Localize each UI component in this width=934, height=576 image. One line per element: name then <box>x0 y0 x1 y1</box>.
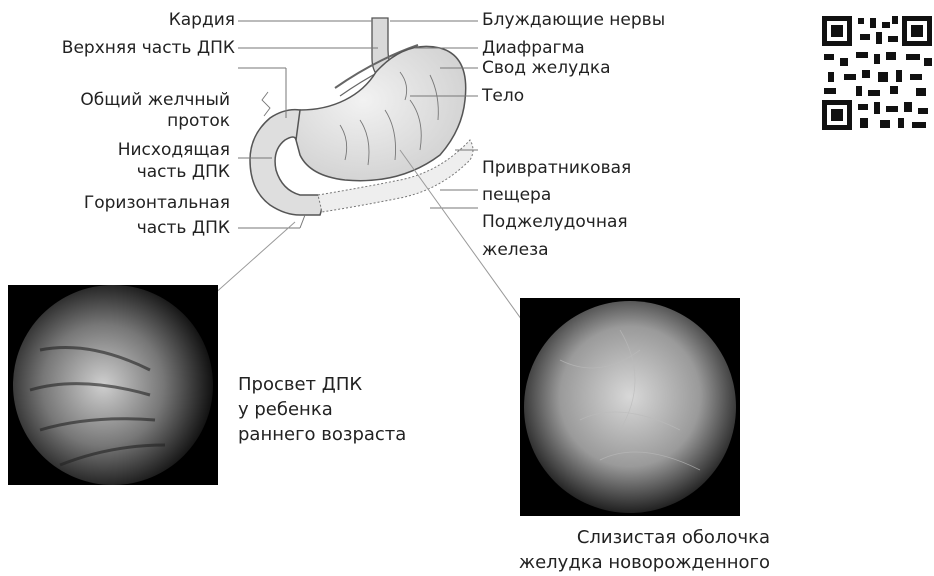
qr-code <box>820 14 934 132</box>
label-common-bile-duct-line2: проток <box>20 111 230 132</box>
caption-duodenum-line2: у ребенка <box>238 397 406 422</box>
caption-duodenum-line3: раннего возраста <box>238 422 406 447</box>
label-pancreas-line2: железа <box>482 240 549 261</box>
label-kardiya: Кардия <box>60 10 235 31</box>
label-horizontal-duodenum-line1: Горизонтальная <box>20 193 230 214</box>
label-descending-duodenum-line2: часть ДПК <box>20 162 230 183</box>
label-body: Тело <box>482 86 524 107</box>
label-pancreas-line1: Поджелудочная <box>482 212 628 233</box>
label-horizontal-duodenum-line2: часть ДПК <box>20 218 230 239</box>
caption-duodenum-lumen: Просвет ДПК у ребенка раннего возраста <box>238 372 406 447</box>
label-vagus-nerves: Блуждающие нервы <box>482 10 665 31</box>
label-common-bile-duct-line1: Общий желчный <box>20 90 230 111</box>
label-antrum-line2: пещера <box>482 185 551 206</box>
label-descending-duodenum-line1: Нисходящая <box>20 140 230 161</box>
label-diaphragm: Диафрагма <box>482 38 585 59</box>
label-antrum-line1: Привратниковая <box>482 158 631 179</box>
label-fundus: Свод желудка <box>482 58 611 79</box>
caption-mucosa-line1: Слизистая оболочка <box>500 525 770 550</box>
caption-mucosa-line2: желудка новорожденного <box>500 550 770 575</box>
caption-duodenum-line1: Просвет ДПК <box>238 372 406 397</box>
caption-gastric-mucosa: Слизистая оболочка желудка новорожденног… <box>500 525 770 575</box>
label-upper-duodenum: Верхняя часть ДПК <box>0 38 235 59</box>
